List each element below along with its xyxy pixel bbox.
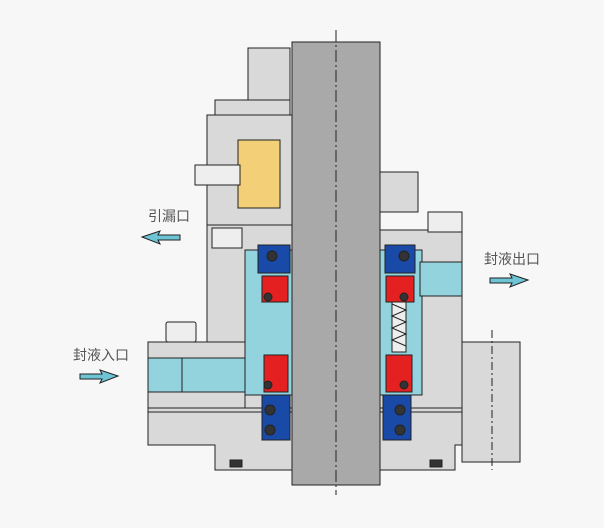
seal-fluid-inlet-arrow — [79, 369, 120, 384]
outlet-port — [419, 261, 463, 297]
drain-plug — [211, 227, 243, 249]
leak-outlet-label: 引漏口 — [148, 209, 190, 225]
o-rings — [229, 250, 443, 468]
upper-right-bracket — [379, 171, 419, 213]
right-flange — [461, 341, 521, 463]
inlet-port — [147, 357, 249, 393]
bearing — [237, 139, 281, 209]
seal-fluid-outlet-label: 封液出口 — [484, 252, 540, 268]
seal-fluid-outlet-arrow — [489, 273, 530, 288]
right-seal-ring-bottom — [382, 394, 412, 441]
seal-fluid-inlet-label: 封液入口 — [73, 348, 129, 364]
spring — [391, 299, 407, 353]
bolt — [194, 164, 241, 186]
inlet-plug — [165, 321, 197, 343]
leak-outlet-arrow — [140, 230, 181, 245]
top-bracket — [247, 47, 291, 107]
right-plug — [427, 211, 463, 233]
